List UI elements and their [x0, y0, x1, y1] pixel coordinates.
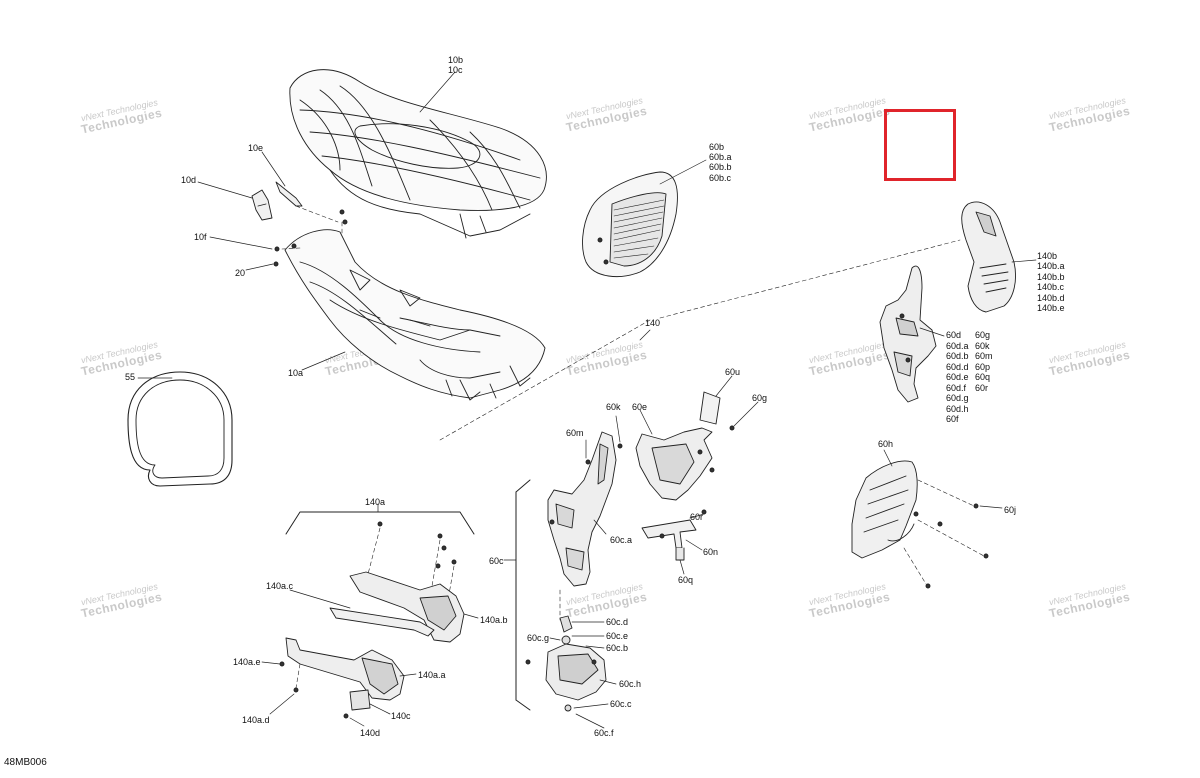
label-60m[interactable]: 60m	[566, 428, 584, 438]
label-140b-d[interactable]: 140b.d	[1037, 293, 1065, 303]
label-140a-a[interactable]: 140a.a	[418, 670, 446, 680]
label-60q[interactable]: 60q	[678, 575, 694, 585]
label-140a-b[interactable]: 140a.b	[480, 615, 508, 625]
label-60d-h[interactable]: 60d.h	[946, 404, 969, 414]
label-140c[interactable]: 140c	[391, 711, 411, 721]
label-60q-right[interactable]: 60q	[975, 372, 991, 382]
label-60j[interactable]: 60j	[1004, 505, 1017, 515]
label-60b-a[interactable]: 60b.a	[709, 152, 732, 162]
label-140a[interactable]: 140a	[365, 497, 386, 507]
label-60g-right[interactable]: 60g	[975, 330, 991, 340]
label-140a-c[interactable]: 140a.c	[266, 581, 294, 591]
label-10f[interactable]: 10f	[194, 232, 207, 242]
label-60r[interactable]: 60r	[690, 512, 704, 522]
label-140b-c[interactable]: 140b.c	[1037, 282, 1065, 292]
seat-part[interactable]	[289, 69, 547, 239]
label-140a-d[interactable]: 140a.d	[242, 715, 270, 725]
label-60c-h[interactable]: 60c.h	[619, 679, 642, 689]
label-60c-a[interactable]: 60c.a	[610, 535, 633, 545]
label-60c[interactable]: 60c	[489, 556, 504, 566]
label-60c-c[interactable]: 60c.c	[610, 699, 632, 709]
seat-base-part[interactable]	[284, 229, 546, 401]
label-60g[interactable]: 60g	[752, 393, 768, 403]
label-60d-f[interactable]: 60d.f	[946, 383, 967, 393]
label-60c-e[interactable]: 60c.e	[606, 631, 629, 641]
label-60d-d[interactable]: 60d.d	[946, 362, 969, 372]
label-60d-e[interactable]: 60d.e	[946, 372, 969, 382]
grab-handle-140a-assembly[interactable]	[261, 503, 479, 727]
label-10c[interactable]: 10c	[448, 65, 463, 75]
seal-part[interactable]	[127, 371, 233, 487]
label-60h[interactable]: 60h	[878, 439, 894, 449]
dashed-assembly-lines	[281, 205, 961, 441]
bracket-60e-group[interactable]	[635, 375, 759, 575]
label-60d-b[interactable]: 60d.b	[946, 351, 969, 361]
backrest-part[interactable]	[582, 159, 707, 277]
label-60m-right[interactable]: 60m	[975, 351, 993, 361]
label-60c-g[interactable]: 60c.g	[527, 633, 550, 643]
label-140b[interactable]: 140b	[1037, 251, 1058, 261]
label-140b-b[interactable]: 140b.b	[1037, 272, 1065, 282]
clip-10e[interactable]	[275, 181, 303, 207]
highlight-box	[884, 109, 956, 181]
label-60b-b[interactable]: 60b.b	[709, 162, 732, 172]
diagram-code: 48MB006	[4, 757, 47, 768]
side-cover-60h[interactable]	[851, 449, 1003, 589]
leader-lines	[137, 71, 456, 379]
label-55[interactable]: 55	[125, 372, 136, 382]
label-60e[interactable]: 60e	[632, 402, 648, 412]
label-60k-right[interactable]: 60k	[975, 341, 990, 351]
label-60r-right[interactable]: 60r	[975, 383, 989, 393]
label-140[interactable]: 140	[645, 318, 661, 328]
label-60k[interactable]: 60k	[606, 402, 621, 412]
label-60d-g[interactable]: 60d.g	[946, 393, 969, 403]
bracket-60d[interactable]	[879, 265, 945, 403]
label-20[interactable]: 20	[235, 268, 246, 278]
label-60c-d[interactable]: 60c.d	[606, 617, 629, 627]
label-60f[interactable]: 60f	[946, 414, 959, 424]
label-140b-a[interactable]: 140b.a	[1037, 261, 1065, 271]
label-60c-b[interactable]: 60c.b	[606, 643, 629, 653]
label-60n[interactable]: 60n	[703, 547, 719, 557]
label-60c-f[interactable]: 60c.f	[594, 728, 614, 738]
fasteners	[273, 209, 348, 267]
label-10e[interactable]: 10e	[248, 143, 264, 153]
label-60b-c[interactable]: 60b.c	[709, 173, 732, 183]
label-140b-e[interactable]: 140b.e	[1037, 303, 1065, 313]
grab-handle-140b[interactable]	[961, 201, 1037, 313]
label-140a-e[interactable]: 140a.e	[233, 657, 261, 667]
label-60u[interactable]: 60u	[725, 367, 741, 377]
bracket-10d[interactable]	[251, 189, 273, 221]
label-60p[interactable]: 60p	[975, 362, 991, 372]
label-10b[interactable]: 10b	[448, 55, 464, 65]
label-10d[interactable]: 10d	[181, 175, 197, 185]
label-60d-a[interactable]: 60d.a	[946, 341, 969, 351]
label-60b[interactable]: 60b	[709, 142, 725, 152]
footrest-60c-assembly[interactable]	[503, 415, 623, 729]
label-60d[interactable]: 60d	[946, 330, 962, 340]
label-10a[interactable]: 10a	[288, 368, 304, 378]
label-140d[interactable]: 140d	[360, 728, 381, 738]
